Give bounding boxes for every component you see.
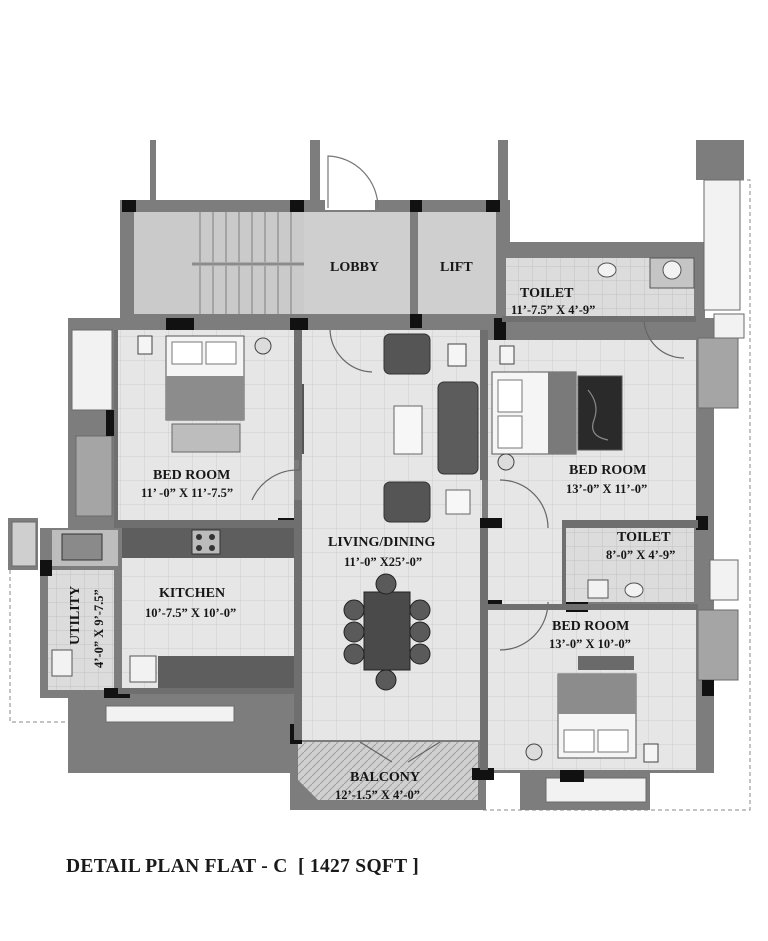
bed-room-1-size: 11’ -0” X 11’-7.5” <box>141 486 233 500</box>
interior-walls <box>114 316 698 770</box>
bed-room-2-label: BED ROOM <box>569 463 646 478</box>
room-labels: LOBBY LIFT TOILET 11’-7.5” X 4’-9” BED R… <box>68 260 675 802</box>
bed-room-2-size: 13’-0” X 11’-0” <box>566 482 647 496</box>
kitchen-size: 10’-7.5” X 10’-0” <box>145 606 236 620</box>
bed-room-3-label: BED ROOM <box>552 619 629 634</box>
plan-caption: DETAIL PLAN FLAT - C [ 1427 SQFT ] <box>66 856 420 877</box>
living-dining-label: LIVING/DINING <box>328 535 435 550</box>
stair-lobby-area <box>134 140 496 314</box>
kitchen-label: KITCHEN <box>159 586 225 601</box>
bed-room-3-size: 13’-0” X 10’-0” <box>549 637 631 651</box>
balcony-size: 12’-1.5” X 4’-0” <box>335 788 420 802</box>
furniture <box>51 257 695 763</box>
toilet-2-label: TOILET <box>617 530 671 545</box>
toilet-1-size: 11’-7.5” X 4’-9” <box>511 303 595 317</box>
bed-room-1-label: BED ROOM <box>153 468 230 483</box>
door-swings <box>251 317 685 763</box>
lift-label: LIFT <box>440 260 473 275</box>
living-dining-size: 11’-0” X25’-0” <box>344 555 422 569</box>
utility-label: UTILITY <box>68 586 83 645</box>
balcony-label: BALCONY <box>350 770 420 785</box>
lobby-label: LOBBY <box>330 260 379 275</box>
floor-plan: LOBBY LIFT TOILET 11’-7.5” X 4’-9” BED R… <box>8 140 751 811</box>
toilet-1-label: TOILET <box>520 286 574 301</box>
toilet-2-size: 8’-0” X 4’-9” <box>606 548 675 562</box>
utility-size: 4’-0” X 9’-7.5” <box>92 589 106 668</box>
windows <box>11 179 745 803</box>
